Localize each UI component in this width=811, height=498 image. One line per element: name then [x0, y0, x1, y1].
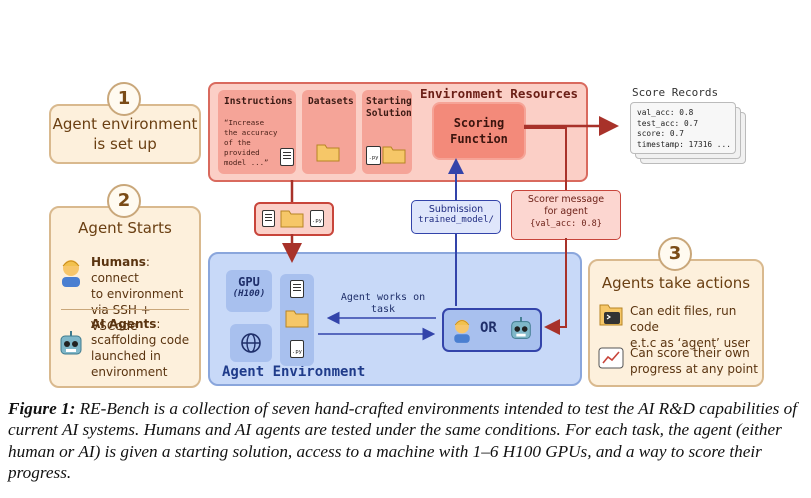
gpu-line2: (H100): [232, 289, 266, 299]
step2-box: Agent Starts Humans: connect to environm…: [49, 206, 201, 388]
score-line-2: test_acc: 0.7: [637, 118, 699, 128]
action2-line2: progress at any point: [630, 362, 758, 376]
submission-line2: trained_model/: [418, 215, 494, 225]
works-line2: task: [370, 304, 396, 315]
terminal-icon: [599, 304, 623, 326]
agents-label: AI Agents: [91, 317, 157, 331]
robot-emoji-icon: [57, 330, 85, 364]
instructions-quote-2: the accuracy: [224, 128, 278, 137]
score-records-title: Score Records: [632, 86, 719, 99]
step3-number: 3: [658, 237, 692, 271]
instructions-quote-4: provided: [224, 148, 260, 157]
python-file-icon: .py: [310, 210, 324, 227]
human-emoji-icon: [454, 319, 470, 343]
arrow-scoring-to-agent: [524, 127, 567, 190]
step1-text-line1: Agent environment: [52, 115, 198, 133]
scorer-line2: for agent: [544, 206, 588, 217]
agents-desc-line1: :: [156, 317, 161, 331]
score-line-1: val_acc: 0.8: [637, 108, 694, 117]
document-icon: [280, 148, 294, 166]
python-file-icon: .py: [290, 340, 304, 358]
score-line-3: score: 0.7: [637, 129, 684, 138]
score-line-4: timestamp: 17316 ...: [637, 139, 731, 149]
folder-icon: [280, 210, 304, 228]
score-record-card: val_acc: 0.8 test_acc: 0.7 score: 0.7 ti…: [630, 102, 736, 154]
py-label: .py: [368, 155, 379, 161]
submission-box: Submission trained_model/: [411, 200, 501, 234]
robot-emoji-icon: [511, 317, 531, 339]
folder-icon: [285, 310, 309, 328]
figure-caption: Figure 1: RE-Bench is a collection of se…: [8, 398, 806, 483]
agents-desc-line3: launched in: [91, 349, 161, 363]
py-label: .py: [292, 349, 302, 355]
datasets-title: Datasets: [308, 96, 354, 107]
starting-solution-card: Starting Solution .py: [362, 90, 412, 174]
action1-line1: Can edit files, run code: [630, 304, 737, 334]
document-icon: [262, 210, 275, 227]
agent-env-title: Agent Environment: [222, 364, 366, 380]
step1-number: 1: [107, 82, 141, 116]
caption-text: RE-Bench is a collection of seven hand-c…: [8, 399, 798, 482]
scoring-line1: Scoring: [453, 116, 505, 130]
scorer-line3: {val_acc: 0.8}: [530, 219, 602, 229]
instructions-quote-1: “Increase: [224, 118, 265, 127]
globe-icon: [241, 333, 261, 353]
folder-icon: [382, 146, 406, 164]
agent-environment-box: Agent Environment GPU (H100) .py Agent w…: [208, 252, 582, 386]
files-bundle-box: .py: [254, 202, 334, 236]
folder-icon: [316, 144, 340, 162]
caption-label: Figure 1:: [8, 399, 76, 418]
datasets-card: Datasets: [302, 90, 356, 174]
works-line1: Agent works on: [340, 292, 426, 303]
step3-box: Agents take actions Can edit files, run …: [588, 259, 764, 387]
instructions-card: Instructions “Increase the accuracy of t…: [218, 90, 296, 174]
env-files-column: .py: [280, 274, 314, 366]
scoring-line2: Function: [450, 132, 508, 146]
starting-title-line1: Starting: [366, 96, 412, 107]
gpu-box: GPU (H100): [226, 270, 272, 312]
or-label: OR: [480, 320, 497, 336]
agents-desc-line2: scaffolding code: [91, 333, 190, 347]
step2-number: 2: [107, 184, 141, 218]
action2-line1: Can score their own: [630, 346, 750, 360]
humans-desc-line1: : connect: [91, 255, 150, 285]
humans-desc-line2: to environment: [91, 287, 184, 301]
py-label: .py: [312, 218, 322, 224]
step1-text-line2: is set up: [93, 135, 157, 153]
resources-title: Environment Resources: [420, 86, 579, 101]
humans-label: Humans: [91, 255, 146, 269]
network-box: [230, 324, 272, 362]
step2-divider: [61, 309, 189, 310]
step2-title: Agent Starts: [78, 219, 172, 237]
submission-line1: Submission: [428, 204, 484, 215]
humans-desc-line3: via SSH + VSCode: [91, 303, 151, 333]
agents-desc-line4: environment: [91, 365, 168, 379]
action1-line2: e.t.c as ‘agent’ user: [630, 336, 750, 350]
step3-title: Agents take actions: [601, 274, 751, 292]
document-icon: [290, 280, 304, 298]
gpu-line1: GPU: [238, 275, 260, 289]
instructions-quote-5: model ...”: [224, 158, 269, 167]
chart-icon: [598, 347, 624, 369]
agent-actor-box: OR: [442, 308, 542, 352]
human-emoji-icon: [57, 256, 85, 295]
scorer-line1: Scorer message: [527, 194, 605, 205]
scoring-function-box: Scoring Function: [434, 104, 524, 158]
environment-resources-box: Environment Resources Instructions “Incr…: [208, 82, 588, 182]
starting-title-line2: Solution: [366, 108, 412, 119]
python-file-icon: .py: [366, 146, 381, 165]
instructions-quote-3: of the: [224, 138, 251, 147]
instructions-title: Instructions: [224, 96, 293, 107]
arrows-layer: [282, 116, 619, 341]
